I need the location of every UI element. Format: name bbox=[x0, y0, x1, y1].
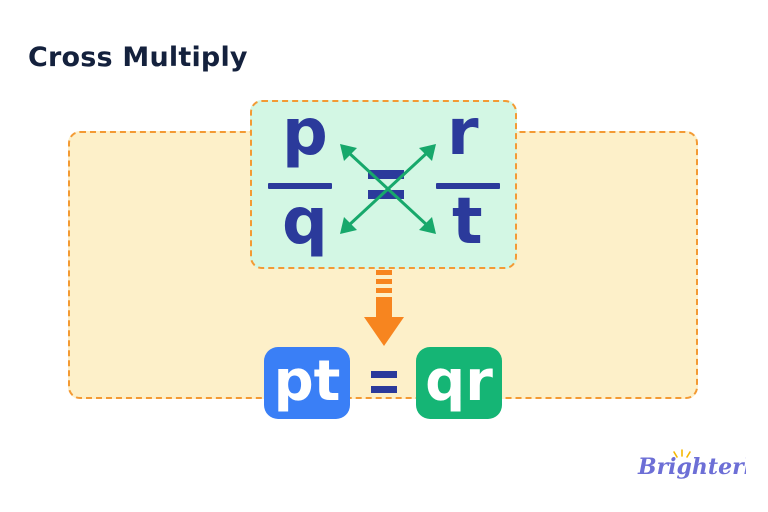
left-numerator: p bbox=[282, 96, 328, 170]
right-denominator: t bbox=[452, 185, 483, 259]
brighterly-logo: Brighterly bbox=[637, 449, 746, 480]
result-equals-sign bbox=[371, 371, 397, 393]
equals-sign bbox=[368, 170, 404, 200]
right-fraction-bar bbox=[436, 183, 500, 189]
result-left-box: pt bbox=[264, 347, 350, 419]
left-denominator: q bbox=[282, 185, 328, 259]
cross-multiply-arrows-icon bbox=[340, 144, 436, 234]
result-right-box: qr bbox=[416, 347, 502, 419]
down-arrow-icon bbox=[364, 270, 404, 346]
right-numerator: r bbox=[447, 96, 479, 170]
page-title: Cross Multiply bbox=[28, 42, 248, 73]
left-fraction-bar bbox=[268, 183, 332, 189]
logo-text: Brighterly bbox=[637, 454, 746, 480]
